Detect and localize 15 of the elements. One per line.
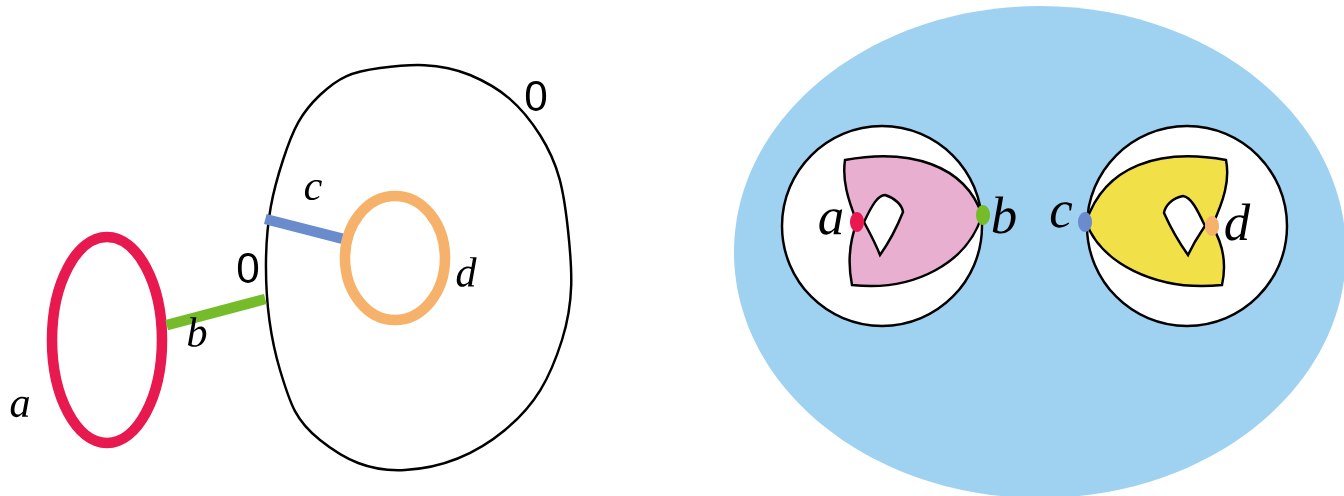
edge-label: c (304, 179, 322, 201)
point-label: d (1225, 203, 1251, 241)
point-label: c (1050, 202, 1073, 228)
curve-label: d (456, 257, 477, 287)
curve-label: a (10, 396, 29, 418)
line-segment (165, 293, 267, 331)
edge-label: b (188, 317, 207, 347)
point-label: a (819, 209, 843, 235)
closed-curve (264, 63, 573, 472)
ring (339, 190, 451, 326)
curve-label: 0 (237, 253, 259, 283)
ring (46, 231, 168, 449)
line-segment (264, 213, 344, 244)
curve-label: 0 (525, 81, 547, 111)
point-label: b (992, 196, 1016, 234)
